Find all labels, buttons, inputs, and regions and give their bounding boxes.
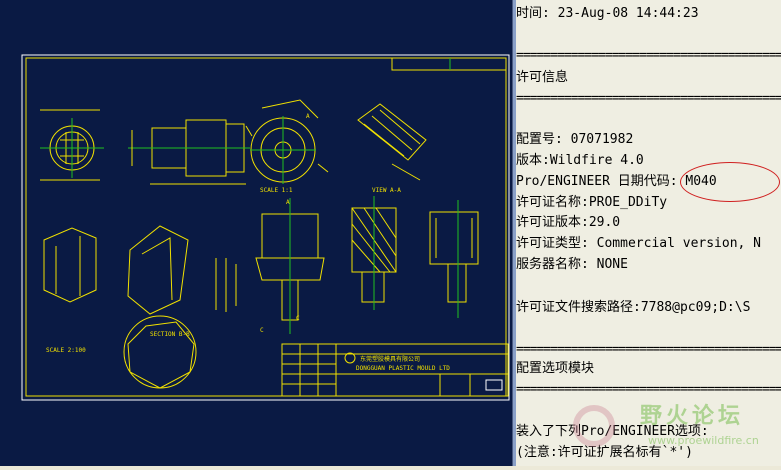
section-marker-a2: A xyxy=(306,113,310,120)
drawing-viewport[interactable]: SCALE 1:1 VIEW A-A SECTION B-B SCALE 2:1… xyxy=(0,0,512,466)
view-label-4: SCALE 2:100 xyxy=(46,347,86,354)
rule-1: ======================================== xyxy=(516,48,781,63)
license-info-heading: 许可信息 xyxy=(516,70,569,85)
license-type-line: 许可证类型: Commercial version, N xyxy=(516,236,762,251)
section-marker-a1: A xyxy=(286,199,290,206)
license-path-line: 许可证文件搜索路径:7788@pc09;D:\S xyxy=(516,300,751,315)
panel-divider[interactable] xyxy=(512,0,517,466)
title-block-english: DONGGUAN PLASTIC MOULD LTD xyxy=(356,365,450,372)
view-label-1: SCALE 1:1 xyxy=(260,187,293,194)
config-options-heading: 配置选项模块 xyxy=(516,361,595,376)
title-block-company: 东莞塑胶模具有限公司 xyxy=(360,355,420,363)
rule-2: ======================================== xyxy=(516,91,781,106)
info-panel[interactable]: 时间: 23-Aug-08 14:44:23 =================… xyxy=(516,0,781,466)
version-line: 版本:Wildfire 4.0 xyxy=(516,153,644,168)
highlight-circle xyxy=(680,162,780,202)
loaded-options-line: 装入了下列Pro/ENGINEER选项: xyxy=(516,424,709,439)
rule-3: ======================================== xyxy=(516,342,781,357)
rule-4: ======================================== xyxy=(516,382,781,397)
license-version-line: 许可证版本:29.0 xyxy=(516,215,621,230)
section-marker-c1: C xyxy=(260,327,264,334)
section-marker-c2: C xyxy=(296,315,300,322)
view-label-2: VIEW A-A xyxy=(372,187,401,194)
config-number-line: 配置号: 07071982 xyxy=(516,132,634,147)
engineering-drawing: SCALE 1:1 VIEW A-A SECTION B-B SCALE 2:1… xyxy=(21,54,510,401)
note-line: (注意:许可证扩展名标有`*') xyxy=(516,445,693,460)
view-label-3: SECTION B-B xyxy=(150,331,190,338)
time-line: 时间: 23-Aug-08 14:44:23 xyxy=(516,6,699,21)
server-name-line: 服务器名称: NONE xyxy=(516,257,628,272)
license-name-line: 许可证名称:PROE_DDiTy xyxy=(516,195,668,210)
